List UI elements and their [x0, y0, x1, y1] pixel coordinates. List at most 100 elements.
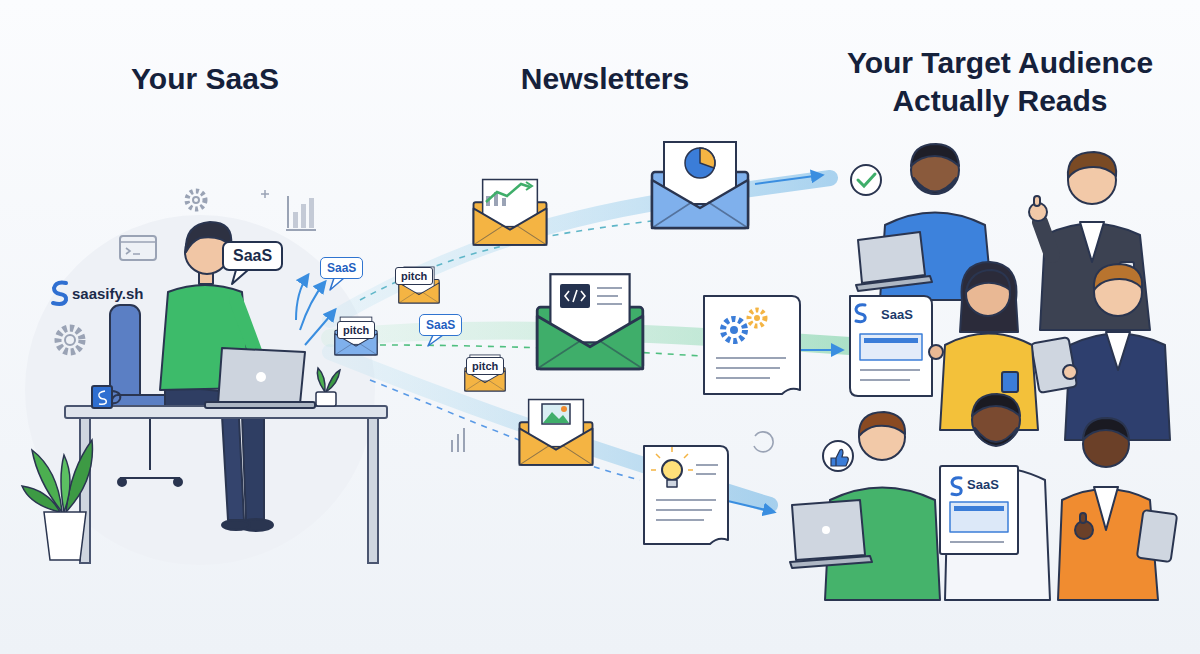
saas-tag: SaaS — [320, 257, 363, 279]
left-icons — [293, 212, 298, 228]
node-text: SaaS — [426, 318, 455, 332]
column-heading: Your SaaS — [55, 60, 355, 98]
newsletter-envelope — [561, 406, 567, 412]
reader-figure — [792, 500, 865, 560]
small-envelope — [335, 317, 377, 355]
reader-figure — [950, 502, 1008, 532]
reader-figure — [1063, 365, 1077, 379]
newsletter-envelope — [652, 142, 748, 228]
flow-arrow — [755, 175, 822, 184]
node-text: SaaS — [327, 261, 356, 275]
reader-figure — [1068, 152, 1116, 178]
reader-figure — [1040, 222, 1052, 255]
reader-figure — [914, 178, 956, 194]
desk-plant — [326, 370, 340, 392]
speech-tail — [232, 270, 443, 346]
newsletter-envelope — [700, 148, 715, 168]
reader-figure — [859, 412, 905, 436]
node-text: SaaS — [233, 247, 272, 265]
brand-name: saasify.sh — [72, 285, 143, 302]
reader-figure — [940, 466, 1018, 554]
node-text: SaaS — [881, 307, 913, 322]
reader-figure — [1106, 332, 1130, 370]
reader-figure — [1002, 372, 1018, 392]
left-icons — [187, 191, 205, 209]
newsletter-scroll — [662, 460, 682, 480]
reader-figure — [1094, 487, 1118, 530]
newsletter-scroll — [667, 480, 677, 487]
small-envelope — [335, 267, 505, 391]
reader-figure — [790, 144, 1177, 600]
mug — [92, 386, 120, 408]
reader-figure — [860, 334, 922, 360]
reader-figure — [856, 305, 865, 322]
brand-logo — [53, 283, 66, 304]
reader-figure — [960, 262, 1018, 332]
reader-figure — [864, 338, 918, 343]
left-icons — [452, 428, 464, 452]
reader-figure — [1034, 196, 1040, 206]
left-icons — [193, 197, 199, 203]
reaction-bubble — [823, 165, 881, 471]
node-text: pitch — [343, 324, 369, 336]
newsletter-envelope — [565, 290, 585, 302]
node-text: pitch — [472, 360, 498, 372]
newsletter-scroll — [644, 446, 728, 544]
mug — [112, 391, 120, 403]
newsletter-scroll — [656, 465, 718, 520]
left-icons — [120, 242, 156, 254]
reader-figure — [1080, 222, 1104, 262]
left-icons — [58, 190, 773, 452]
desk-plant — [316, 368, 340, 406]
node-text: pitch — [401, 270, 427, 282]
newsletter-scroll — [704, 296, 800, 394]
newsletter-scroll — [730, 326, 738, 334]
reader-figure — [911, 144, 959, 166]
speech-tail — [428, 335, 443, 346]
newsletter-envelope — [685, 148, 715, 178]
newsletter-scroll — [644, 296, 800, 544]
newsletter-envelope — [526, 182, 532, 190]
pitch-tag: pitch — [395, 267, 433, 285]
background — [25, 215, 375, 565]
desk — [368, 418, 378, 563]
document-title: SaaS — [878, 305, 916, 324]
newsletter-envelope — [486, 184, 530, 202]
flow-arrow — [305, 310, 335, 345]
chair — [174, 478, 182, 486]
reader-figure — [954, 506, 1004, 511]
reader-figure — [1137, 510, 1177, 562]
chair — [110, 305, 140, 405]
desk-plant — [316, 392, 336, 406]
left-icons — [286, 196, 316, 230]
desk-plant — [317, 368, 325, 392]
column-heading: Newsletters — [455, 60, 755, 98]
floor-plant — [61, 455, 70, 512]
reader-figure — [952, 478, 961, 495]
reader-figure — [972, 394, 1020, 416]
reader-figure — [929, 345, 943, 359]
laptop — [205, 348, 315, 408]
left-icons — [309, 198, 314, 228]
pitch-tag: pitch — [337, 321, 375, 339]
founder-figure — [222, 520, 250, 530]
flow-swoosh — [370, 380, 640, 480]
speech-bubble: SaaS — [222, 241, 283, 271]
reader-figure — [822, 526, 830, 534]
reader-figure — [1080, 513, 1086, 523]
flow-swoosh — [330, 178, 850, 505]
reader-figure — [966, 270, 1010, 292]
reader-figure — [1031, 337, 1077, 393]
floor-plant — [44, 512, 86, 560]
column-heading: Your Target Audience Actually Reads — [805, 44, 1195, 120]
floor-plant — [22, 440, 92, 560]
left-icons — [65, 335, 75, 345]
desk — [65, 406, 387, 563]
newsletter-scroll — [723, 319, 745, 341]
newsletter-scroll — [754, 315, 760, 321]
reader-figure — [1083, 418, 1129, 440]
reader-figure — [850, 296, 932, 396]
